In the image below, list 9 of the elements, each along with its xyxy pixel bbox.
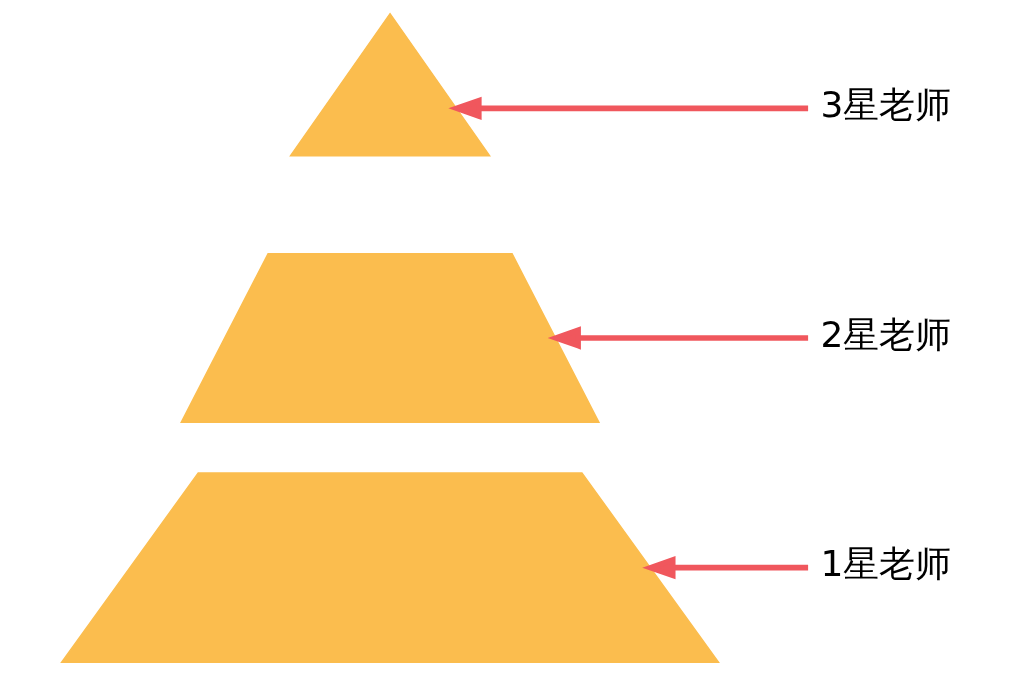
arrow xyxy=(447,96,808,120)
node-text: 1星老师 xyxy=(820,543,951,585)
arrow xyxy=(641,556,808,580)
node-trapezium xyxy=(179,252,600,424)
node-trapezium xyxy=(59,472,720,664)
arrow xyxy=(547,326,808,350)
node-text: 3星老师 xyxy=(820,84,951,126)
node-text: 2星老师 xyxy=(820,313,951,355)
node-triangle xyxy=(288,12,491,157)
